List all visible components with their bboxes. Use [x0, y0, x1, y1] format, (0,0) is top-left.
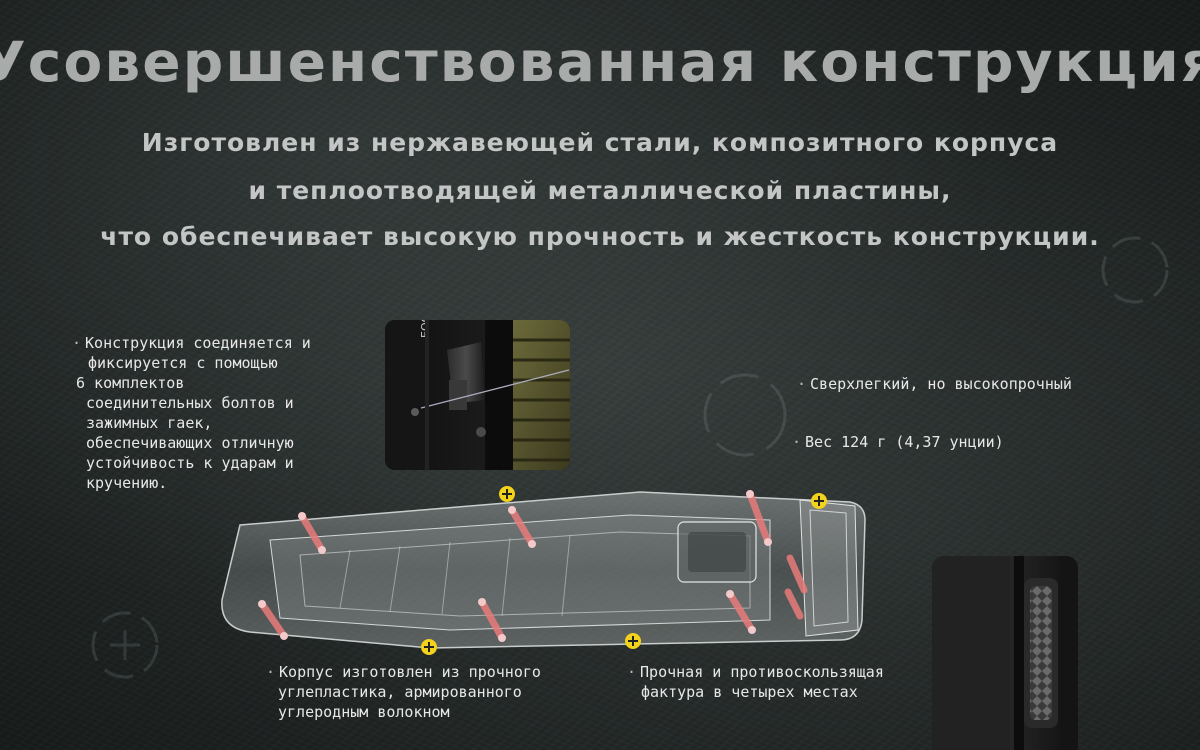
feature-grip-note: ·Прочная и противоскользящая фактура в ч…	[627, 662, 884, 702]
feature-light-note: ·Сверхлегкий, но высокопрочный	[797, 374, 1072, 394]
bullet-icon: ·	[797, 375, 807, 393]
feature-body-note: ·Корпус изготовлен из прочного углепласт…	[266, 662, 541, 722]
feature-bolts-line: обеспечивающих отличную	[86, 434, 294, 452]
feature-body-line: углепластика, армированного	[278, 683, 522, 701]
feature-light-line: ·Сверхлегкий, но высокопрочный	[797, 375, 1072, 393]
feature-bolts-note: ·Конструкция соединяется и фиксируется с…	[72, 333, 311, 493]
feature-bolts-line: кручению.	[86, 474, 168, 492]
feature-bolts-line: соединительных болтов и	[86, 394, 294, 412]
subtitle-line-1: Изготовлен из нержавеющей стали, компози…	[141, 128, 1059, 157]
bullet-icon: ·	[627, 663, 637, 681]
feature-weight-note: ·Вес 124 г (4,37 унции)	[792, 432, 1004, 452]
subtitle-line-3: что обеспечивает высокую прочность и жес…	[100, 222, 1100, 251]
feature-grip-line: фактура в четырех местах	[641, 683, 858, 701]
bolt-closeup-image: ЕОС27	[385, 320, 570, 470]
decorative-target-icon	[91, 611, 159, 679]
grip-marker-icon	[499, 486, 515, 502]
subtitle-line-2: и теплоотводящей металлической пластины,	[248, 176, 952, 205]
feature-body-line: углеродным волокном	[278, 703, 450, 721]
feature-bolts-line: устойчивость к ударам и	[86, 454, 294, 472]
grip-marker-icon	[625, 633, 641, 649]
bullet-icon: ·	[792, 433, 802, 451]
decorative-target-icon	[1101, 236, 1169, 304]
decorative-target-icon	[703, 373, 787, 457]
feature-bolts-line: зажимных гаек,	[86, 414, 213, 432]
feature-weight-line: ·Вес 124 г (4,37 унции)	[792, 433, 1004, 451]
feature-bolts-line: ·Конструкция соединяется и	[72, 334, 311, 352]
feature-bolts-line: 6 комплектов	[76, 374, 185, 392]
feature-bolts-line: фиксируется с помощью	[88, 354, 278, 372]
page-title: Усовершенствованная конструкция	[0, 30, 1200, 94]
bullet-icon: ·	[266, 663, 276, 681]
bullet-icon: ·	[72, 334, 82, 352]
grip-marker-icon	[421, 639, 437, 655]
feature-body-line: ·Корпус изготовлен из прочного	[266, 663, 541, 681]
grip-texture-closeup-image	[932, 556, 1078, 750]
case-xray-illustration	[221, 490, 866, 649]
grip-marker-icon	[811, 493, 827, 509]
feature-grip-line: ·Прочная и противоскользящая	[627, 663, 884, 681]
